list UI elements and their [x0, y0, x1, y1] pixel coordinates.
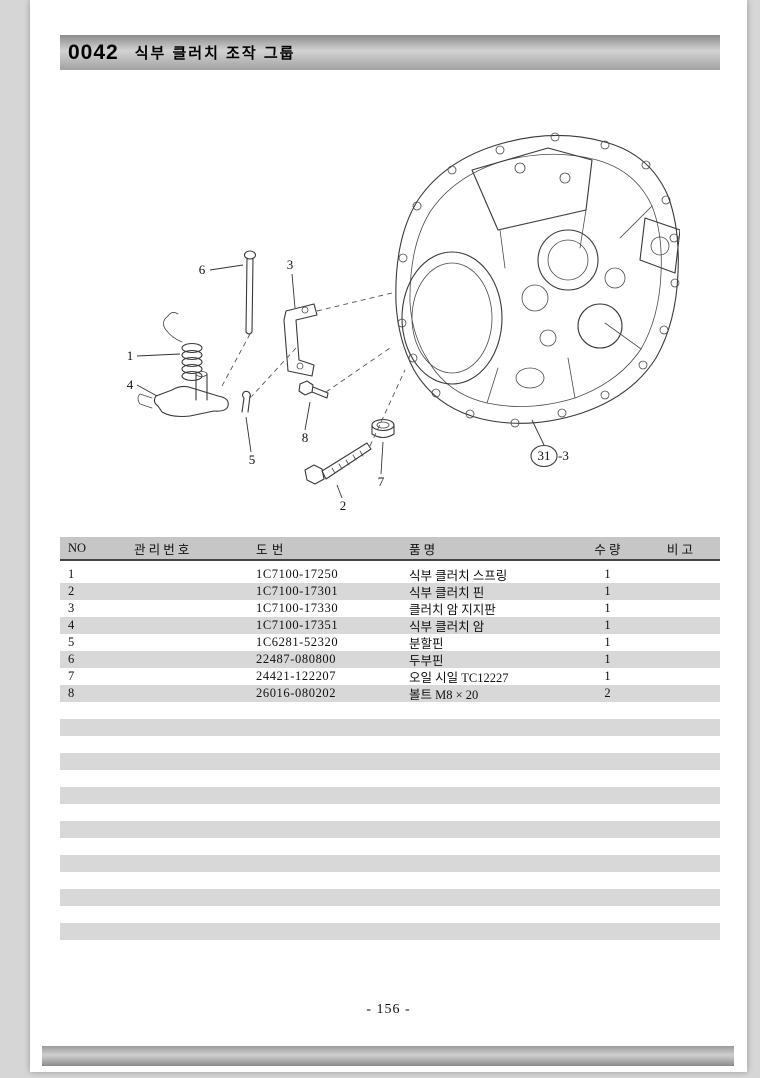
col-header-qty: 수 량 — [594, 542, 621, 557]
callout-6: 6 — [199, 262, 206, 277]
table-row: 8 26016-080202 볼트 M8 × 20 2 — [60, 685, 720, 702]
cell-no: 7 — [68, 669, 75, 683]
empty-row — [60, 838, 720, 855]
cell-part-no: 1C7100-17250 — [256, 567, 339, 581]
cell-no: 6 — [68, 652, 75, 666]
part-bolt-long — [304, 442, 372, 485]
cell-part-name: 식부 클러치 스프링 — [409, 569, 508, 583]
cell-part-name: 오일 시일 TC12227 — [409, 671, 509, 685]
part-head-pin — [243, 250, 257, 335]
cell-part-name: 식부 클러치 암 — [409, 620, 485, 634]
empty-row — [60, 906, 720, 923]
cell-part-no: 1C6281-52320 — [256, 635, 339, 649]
catalog-page: 0042 식부 클러치 조작 그룹 — [30, 0, 747, 1072]
table-row: 2 1C7100-17301 식부 클러치 핀 1 — [60, 583, 720, 600]
cell-qty: 1 — [604, 652, 611, 666]
section-code: 0042 — [68, 40, 119, 64]
page-title: 식부 클러치 조작 그룹 — [134, 45, 296, 62]
cell-no: 5 — [68, 635, 75, 649]
cell-qty: 1 — [604, 584, 611, 598]
cell-part-no: 22487-080800 — [256, 652, 337, 666]
cell-part-no: 1C7100-17351 — [256, 618, 339, 632]
cell-part-name: 분할핀 — [409, 637, 444, 651]
cell-part-no: 1C7100-17330 — [256, 601, 339, 615]
cell-qty: 1 — [604, 567, 611, 581]
empty-row — [60, 719, 720, 736]
parts-table-body: 1 1C7100-17250 식부 클러치 스프링 1 2 1C7100-173… — [60, 561, 720, 940]
cell-no: 8 — [68, 686, 75, 700]
page-number: - 156 - — [366, 1002, 411, 1017]
footer-bar — [42, 1046, 734, 1066]
col-header-part-no: 도 번 — [256, 542, 284, 557]
parts-table: NO 관 리 번 호 도 번 품 명 수 량 비 고 1 1C7100-1725… — [60, 537, 720, 940]
part-spring — [163, 312, 203, 382]
callout-5: 5 — [249, 452, 256, 467]
assembly-ref-number: 31 — [538, 448, 551, 463]
col-header-no: NO — [68, 540, 87, 555]
col-header-mgmt-no: 관 리 번 호 — [134, 542, 190, 557]
cell-qty: 1 — [604, 618, 611, 632]
empty-row — [60, 821, 720, 838]
callout-3: 3 — [287, 257, 294, 272]
empty-row — [60, 736, 720, 753]
table-row: 3 1C7100-17330 클러치 암 지지판 1 — [60, 600, 720, 617]
table-row: 7 24421-122207 오일 시일 TC12227 1 — [60, 668, 720, 685]
assembly-guide-lines — [221, 292, 406, 447]
cell-part-name: 클러치 암 지지판 — [409, 603, 496, 617]
callout-1: 1 — [127, 348, 134, 363]
table-row: 5 1C6281-52320 분할핀 1 — [60, 634, 720, 651]
empty-row — [60, 923, 720, 940]
cell-qty: 1 — [604, 601, 611, 615]
cell-part-no: 26016-080202 — [256, 686, 337, 700]
part-bolt-small — [298, 380, 329, 399]
cell-part-no: 1C7100-17301 — [256, 584, 339, 598]
cell-no: 2 — [68, 584, 75, 598]
empty-row — [60, 770, 720, 787]
cell-part-name: 식부 클러치 핀 — [409, 586, 485, 600]
section-header-bar: 0042 식부 클러치 조작 그룹 — [60, 35, 720, 70]
part-oil-seal — [371, 418, 395, 439]
callout-8: 8 — [302, 430, 309, 445]
empty-row — [60, 889, 720, 906]
col-header-note: 비 고 — [666, 542, 694, 557]
assembly-ref-suffix: -3 — [558, 448, 569, 463]
part-split-pin — [241, 390, 252, 413]
cell-no: 1 — [68, 567, 75, 581]
empty-row — [60, 872, 720, 889]
parts-table-header: NO 관 리 번 호 도 번 품 명 수 량 비 고 — [60, 537, 720, 561]
table-row: 1 1C7100-17250 식부 클러치 스프링 1 — [60, 566, 720, 583]
cell-qty: 1 — [604, 635, 611, 649]
empty-row — [60, 804, 720, 821]
cell-part-name: 두부핀 — [409, 654, 444, 668]
cell-no: 3 — [68, 601, 75, 615]
callout-4: 4 — [127, 377, 134, 392]
callout-2: 2 — [340, 498, 347, 513]
cell-qty: 1 — [604, 669, 611, 683]
assembly-ref: 31 -3 — [530, 419, 569, 468]
cell-qty: 2 — [604, 686, 611, 700]
empty-row — [60, 702, 720, 719]
transmission-housing-drawing — [395, 132, 680, 428]
callout-7: 7 — [378, 474, 385, 489]
callouts: 1 4 6 3 5 8 2 7 — [127, 257, 385, 513]
parts-diagram: 1 4 6 3 5 8 2 7 31 -3 — [127, 132, 680, 513]
empty-row — [60, 855, 720, 872]
part-support-bracket — [283, 303, 318, 377]
empty-row — [60, 787, 720, 804]
cell-part-no: 24421-122207 — [256, 669, 337, 683]
empty-row — [60, 753, 720, 770]
table-row: 4 1C7100-17351 식부 클러치 암 1 — [60, 617, 720, 634]
col-header-name: 품 명 — [409, 542, 436, 557]
cell-no: 4 — [68, 618, 75, 632]
table-row: 6 22487-080800 두부핀 1 — [60, 651, 720, 668]
cell-part-name: 볼트 M8 × 20 — [409, 688, 479, 702]
part-clutch-arm — [137, 371, 229, 418]
